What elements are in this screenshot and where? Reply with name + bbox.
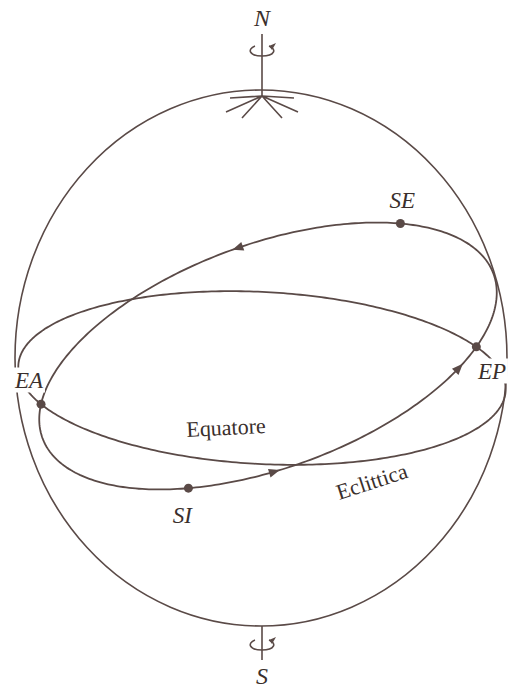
point-label: SI	[171, 503, 194, 528]
circle-label: Equatore	[184, 414, 269, 442]
pole-meridians	[226, 96, 298, 118]
point-label: EP	[476, 358, 508, 383]
point-label: EA	[13, 368, 45, 393]
point-dot	[184, 484, 193, 493]
point-label: SE	[388, 187, 418, 212]
direction-arrowhead	[268, 469, 280, 478]
point-dot	[472, 342, 481, 351]
rotation-axis	[261, 626, 263, 660]
direction-arrowhead	[232, 242, 244, 250]
ecliptic-circle	[39, 223, 497, 490]
pole-label: S	[254, 663, 270, 689]
rotation-arrowhead	[269, 43, 276, 50]
point-dot	[396, 219, 405, 228]
point-dot	[37, 400, 46, 409]
sphere-outline	[15, 90, 507, 626]
rotation-arrowhead	[269, 637, 276, 644]
rotation-axis	[261, 34, 263, 96]
equator-circle	[18, 291, 505, 465]
pole-label: N	[252, 5, 272, 31]
direction-arrowhead	[452, 364, 463, 375]
circle-label: Eclittica	[332, 459, 413, 506]
